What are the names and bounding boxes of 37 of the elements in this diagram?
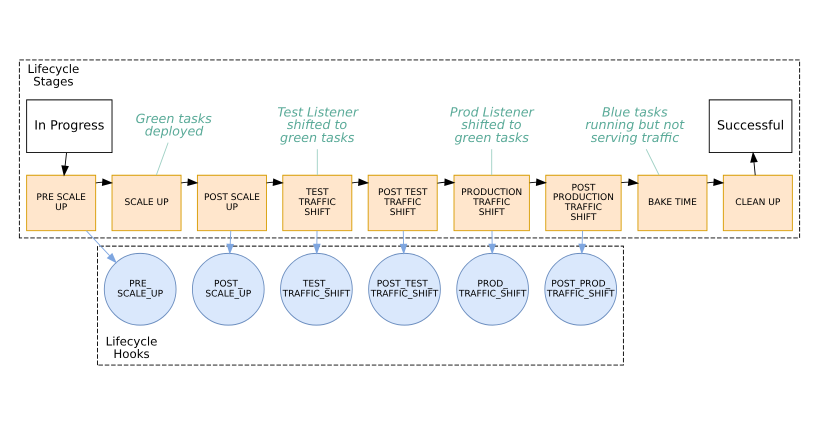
node-circle: PROD_ TRAFFIC_SHIFT: [456, 252, 529, 326]
arrow: [352, 178, 370, 186]
connector: [646, 148, 660, 176]
node-box: BAKE TIME: [638, 174, 708, 231]
arrow: [706, 178, 724, 186]
connector: [156, 142, 169, 175]
arrow: [266, 178, 284, 186]
node-box: PRE SCALE UP: [26, 174, 96, 231]
node-circle: POST_ SCALE_UP: [192, 252, 265, 326]
node-box: In Progress: [26, 98, 112, 152]
node-circle: TEST_ TRAFFIC_SHIFT: [280, 252, 353, 326]
node-circle: POST_PROD_ TRAFFIC_SHIFT: [544, 252, 618, 326]
node-box: POST PRODUCTION TRAFFIC SHIFT: [545, 174, 622, 231]
arrow: [488, 230, 496, 254]
node-box: POST TEST TRAFFIC SHIFT: [368, 174, 438, 231]
connector: [316, 148, 318, 176]
arrow: [86, 230, 117, 264]
node-text: Green tasks deployed: [136, 110, 212, 138]
arrow: [437, 178, 456, 186]
node-circle: POST_TEST_ TRAFFIC_SHIFT: [368, 252, 441, 326]
connector: [491, 148, 492, 176]
node-box: TEST TRAFFIC SHIFT: [282, 174, 352, 231]
node-text: Prod Listener shifted to green tasks: [450, 104, 534, 144]
node-box: POST SCALE UP: [196, 174, 267, 231]
arrow: [313, 230, 321, 254]
node-box: CLEAN UP: [722, 174, 793, 231]
node-box: SCALE UP: [112, 174, 182, 231]
arrow: [578, 230, 586, 254]
arrow: [750, 151, 758, 176]
node-box: PRODUCTION TRAFFIC SHIFT: [454, 174, 530, 231]
node-text: Blue tasks running but not serving traffic: [585, 104, 684, 144]
arrow: [180, 178, 198, 186]
arrow: [61, 152, 69, 176]
node-text: Test Listener shifted to green tasks: [277, 104, 358, 144]
arrow: [400, 230, 408, 254]
arrow: [226, 230, 234, 254]
node-box: Successful: [708, 98, 792, 152]
